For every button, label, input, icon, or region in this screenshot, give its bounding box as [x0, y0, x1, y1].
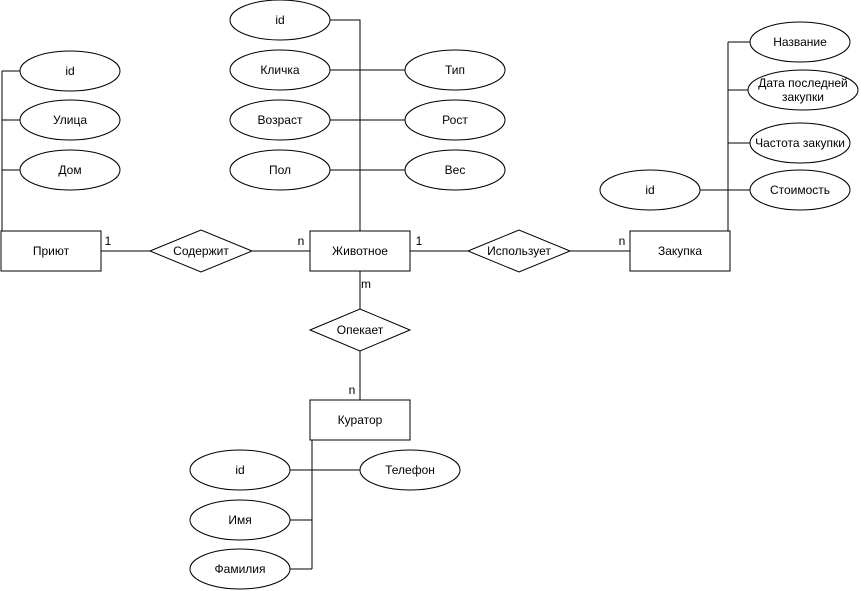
entity-priyut: [0, 230, 102, 272]
attribute-label-zhivotnoe-pol: Пол: [269, 163, 291, 177]
cardinality-ispolzuet-zhivotnoe-card: 1: [416, 234, 423, 248]
attribute-label-zhivotnoe-klichka: Кличка: [260, 63, 299, 77]
relationship-ispolzuet: [466, 229, 572, 273]
attribute-label-kurator-telefon: Телефон: [385, 463, 435, 477]
attribute-label-kurator-id: id: [235, 463, 244, 477]
attribute-zakupka-id: [599, 169, 701, 211]
attribute-label-zakupka-id: id: [645, 183, 654, 197]
attribute-kurator-id: [189, 449, 291, 491]
cardinality-ispolzuet-zakupka-card: n: [619, 234, 626, 248]
attribute-label-priyut-ulitsa: Улица: [53, 113, 87, 127]
attribute-zakupka-chastota-zakupki: [749, 122, 851, 164]
attribute-label-priyut-id: id: [65, 64, 74, 78]
relationship-soderzhit: [148, 229, 254, 273]
attribute-label-kurator-imya: Имя: [228, 513, 251, 527]
attribute-zhivotnoe-pol: [229, 149, 331, 191]
relationship-label-opekaet: Опекает: [337, 323, 384, 337]
relationship-label-ispolzuet: Использует: [487, 244, 551, 258]
cardinality-opekaet-zhivotnoe-card: m: [361, 277, 371, 291]
entity-zhivotnoe: [309, 230, 411, 272]
attribute-zhivotnoe-tip: [404, 49, 506, 91]
attribute-label-zhivotnoe-tip: Тип: [445, 63, 465, 77]
entity-kurator: [309, 399, 411, 441]
attribute-kurator-familiya: [189, 548, 291, 590]
attribute-label-zhivotnoe-ves: Вес: [445, 163, 466, 177]
attribute-priyut-ulitsa: [19, 99, 121, 141]
attribute-label-zakupka-stoimost: Стоимость: [770, 183, 830, 197]
attribute-zhivotnoe-rost: [404, 99, 506, 141]
attribute-label-zakupka-chastota-zakupki: Частота закупки: [755, 136, 845, 150]
attribute-label-kurator-familiya: Фамилия: [215, 562, 266, 576]
connector-zhivotnoe-id-link: [330, 19, 361, 231]
attribute-label-priyut-dom: Дом: [58, 163, 81, 177]
attribute-label-zhivotnoe-vozrast: Возраст: [258, 113, 303, 127]
attribute-label-zakupka-nazvanie: Название: [773, 35, 827, 49]
attribute-kurator-telefon: [359, 449, 461, 491]
attribute-zakupka-stoimost: [749, 169, 851, 211]
attribute-priyut-id: [19, 50, 121, 92]
entity-label-zakupka: Закупка: [658, 244, 702, 258]
entity-label-priyut: Приют: [33, 244, 70, 258]
attribute-label-zhivotnoe-id: id: [275, 13, 284, 27]
entity-label-kurator: Куратор: [338, 413, 383, 427]
attribute-zakupka-data-posledney-zakupki: [747, 69, 859, 111]
relationship-opekaet: [308, 308, 412, 352]
entity-zakupka: [629, 230, 731, 272]
attribute-zakupka-nazvanie: [749, 21, 851, 63]
attribute-label-zhivotnoe-rost: Рост: [442, 113, 468, 127]
cardinality-opekaet-kurator-card: n: [349, 383, 356, 397]
attribute-kurator-imya: [189, 499, 291, 541]
attribute-zhivotnoe-vozrast: [229, 99, 331, 141]
attribute-zhivotnoe-klichka: [229, 49, 331, 91]
cardinality-soderzhit-zhivotnoe-card: n: [298, 234, 305, 248]
entity-label-zhivotnoe: Животное: [332, 244, 388, 258]
attribute-zhivotnoe-ves: [404, 149, 506, 191]
relationship-label-soderzhit: Содержит: [173, 244, 229, 258]
attribute-zhivotnoe-id: [229, 0, 331, 41]
attribute-priyut-dom: [19, 149, 121, 191]
cardinality-soderzhit-priyut-card: 1: [105, 234, 112, 248]
